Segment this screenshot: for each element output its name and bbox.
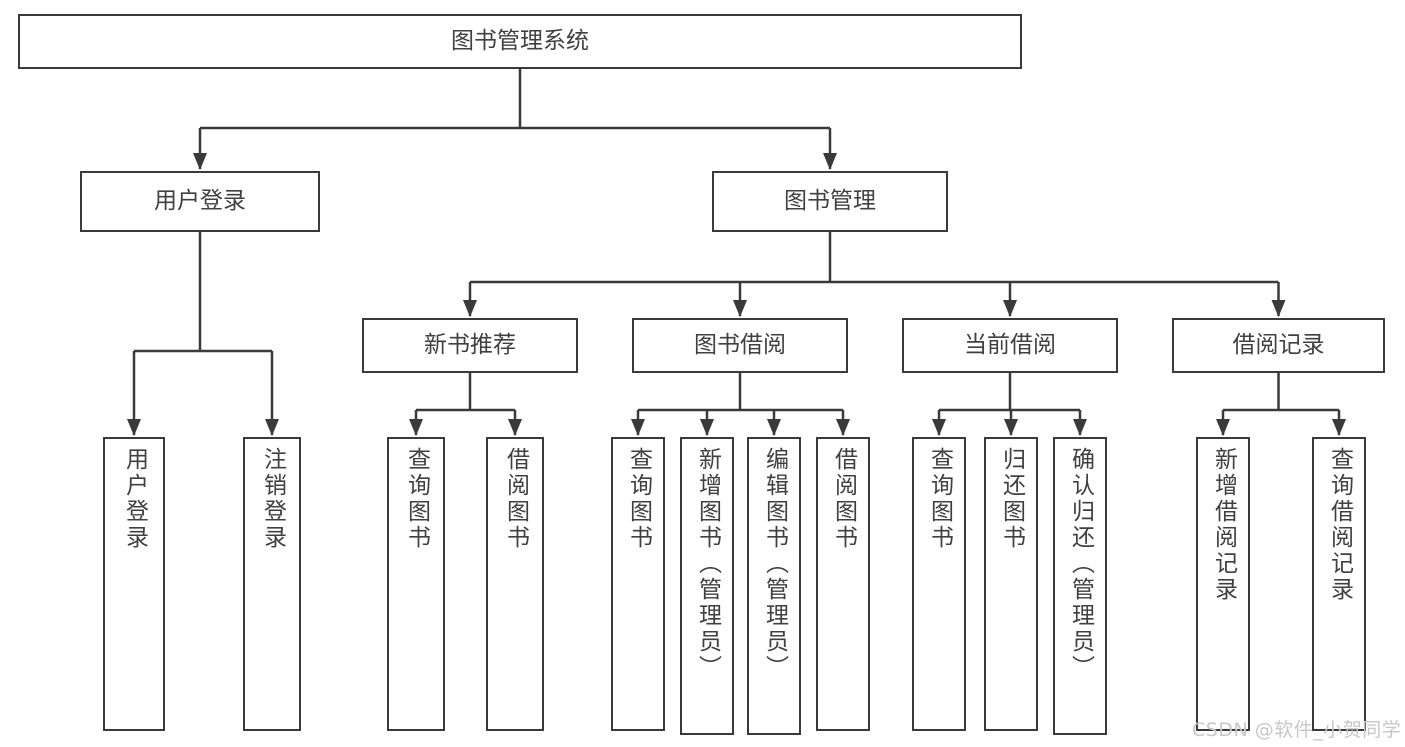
- node-label: 图书借阅: [694, 331, 786, 358]
- node-leaf-edit-book-admin[interactable]: 编辑图书（管理员）: [747, 437, 801, 735]
- node-label: 借阅记录: [1232, 331, 1325, 358]
- node-leaf-user-logout[interactable]: 注销登录: [243, 437, 301, 731]
- node-leaf-query-borrow-record[interactable]: 查询借阅记录: [1312, 437, 1366, 731]
- node-book-management[interactable]: 图书管理: [712, 171, 948, 232]
- node-label: 当前借阅: [964, 331, 1056, 358]
- node-label: 新书推荐: [424, 331, 516, 358]
- node-label: 借阅图书: [502, 447, 529, 551]
- node-label: 借阅图书: [830, 447, 857, 551]
- arrowhead-icon: [767, 419, 781, 436]
- node-user-login[interactable]: 用户登录: [80, 171, 320, 232]
- arrowhead-icon: [733, 300, 747, 317]
- arrowhead-icon: [463, 300, 477, 317]
- arrowhead-icon: [932, 419, 946, 436]
- node-label: 查询图书: [403, 447, 430, 551]
- arrowhead-icon: [1332, 419, 1346, 436]
- node-borrow-record[interactable]: 借阅记录: [1172, 318, 1385, 373]
- arrowhead-icon: [1004, 419, 1018, 436]
- arrowhead-icon: [508, 419, 522, 436]
- node-leaf-add-borrow-record[interactable]: 新增借阅记录: [1196, 437, 1250, 731]
- node-book-borrow[interactable]: 图书借阅: [632, 318, 848, 373]
- node-label: 用户登录: [121, 447, 148, 551]
- node-label: 编辑图书（管理员）: [761, 447, 788, 681]
- arrowhead-icon: [409, 419, 423, 436]
- node-leaf-query-book-rec[interactable]: 查询图书: [387, 437, 445, 731]
- node-leaf-confirm-return-admin[interactable]: 确认归还（管理员）: [1053, 437, 1107, 735]
- arrowhead-icon: [1003, 300, 1017, 317]
- watermark: CSDN @软件_小贺同学: [1192, 719, 1402, 741]
- node-leaf-user-login[interactable]: 用户登录: [103, 437, 165, 731]
- node-leaf-add-book-admin[interactable]: 新增图书（管理员）: [680, 437, 734, 735]
- node-label: 新增借阅记录: [1210, 447, 1237, 603]
- node-label: 查询借阅记录: [1326, 447, 1353, 603]
- arrowhead-icon: [1073, 419, 1087, 436]
- node-leaf-query-book-borrow[interactable]: 查询图书: [611, 437, 665, 731]
- node-label: 新增图书（管理员）: [694, 447, 721, 681]
- node-label: 注销登录: [259, 447, 286, 551]
- node-label: 图书管理: [784, 187, 876, 214]
- node-leaf-borrow-book-rec[interactable]: 借阅图书: [486, 437, 544, 731]
- node-label: 查询图书: [926, 447, 953, 551]
- arrowhead-icon: [700, 419, 714, 436]
- node-label: 确认归还（管理员）: [1067, 447, 1094, 681]
- arrowhead-icon: [193, 153, 207, 170]
- arrowhead-icon: [127, 419, 141, 436]
- node-leaf-borrow-book[interactable]: 借阅图书: [816, 437, 870, 731]
- arrowhead-icon: [1216, 419, 1230, 436]
- node-new-book-recommend[interactable]: 新书推荐: [362, 318, 578, 373]
- arrowhead-icon: [823, 153, 837, 170]
- node-current-borrow[interactable]: 当前借阅: [902, 318, 1118, 373]
- node-label: 查询图书: [625, 447, 652, 551]
- arrowhead-icon: [1271, 300, 1286, 317]
- arrowhead-icon: [631, 419, 645, 436]
- node-label: 图书管理系统: [451, 27, 589, 54]
- node-leaf-query-book-current[interactable]: 查询图书: [912, 437, 966, 731]
- node-label: 归还图书: [998, 447, 1025, 551]
- node-root[interactable]: 图书管理系统: [18, 14, 1022, 69]
- arrowhead-icon: [265, 419, 279, 436]
- arrowhead-icon: [836, 419, 850, 436]
- node-label: 用户登录: [154, 187, 246, 214]
- node-leaf-return-book[interactable]: 归还图书: [984, 437, 1038, 731]
